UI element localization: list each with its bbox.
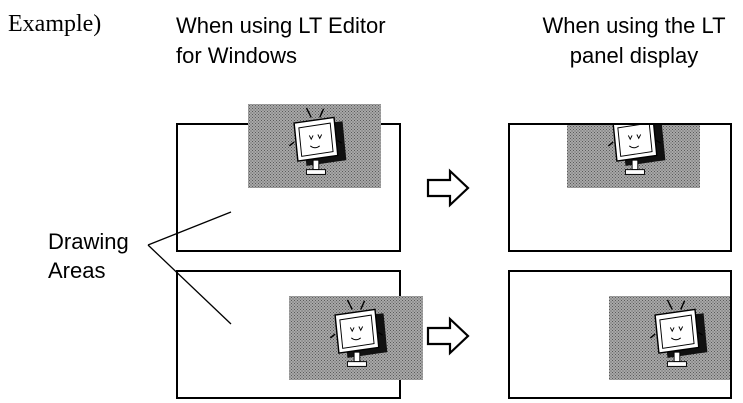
panel-header-line2: panel display [570,43,698,68]
editor-header-line2: for Windows [176,43,297,68]
right-arrow-outline-icon [426,169,470,207]
example-label: Example) [8,11,101,37]
right-arrow-outline-icon [426,317,470,355]
panel-example-bottom [508,270,732,399]
panel-example-top [508,123,732,252]
panel-header-line1: When using the LT [542,13,725,38]
editor-example-bottom [176,270,423,399]
drawing-areas-label-line2: Areas [48,258,105,283]
drawing-areas-label-line1: Drawing [48,229,129,254]
editor-header-line1: When using LT Editor [176,13,386,38]
drawing-area-frame [508,270,732,399]
editor-example-top [176,104,401,252]
callout-leader-lower [147,244,232,325]
drawing-area-frame [508,123,732,252]
callout-leader-upper [147,211,232,246]
